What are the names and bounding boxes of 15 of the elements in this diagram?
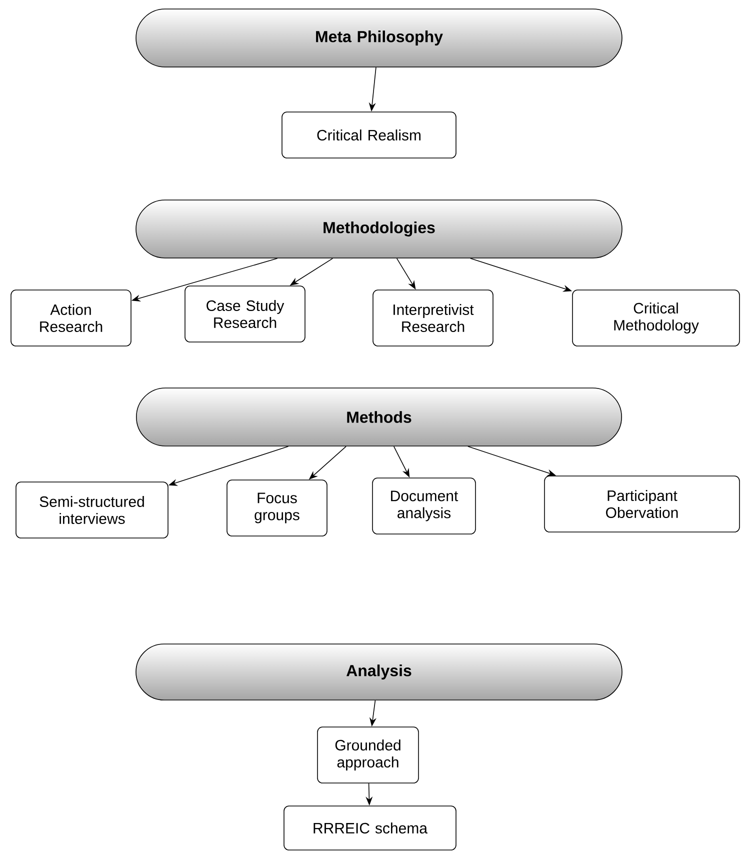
heading-banner: Methodologies bbox=[136, 200, 622, 258]
process-box: Critical Realism bbox=[282, 112, 456, 158]
process-box: Critical Methodology bbox=[572, 290, 740, 346]
process-box: Participant Obervation bbox=[544, 476, 740, 532]
process-box: Grounded approach bbox=[317, 726, 419, 784]
process-box: Interpretivist Research bbox=[372, 290, 494, 346]
heading-banner: Analysis bbox=[136, 644, 622, 700]
process-box: RRREIC schema bbox=[284, 806, 456, 850]
process-box: Document analysis bbox=[372, 478, 476, 534]
heading-banner: Meta Philosophy bbox=[136, 8, 622, 68]
process-box: Focus groups bbox=[226, 480, 328, 536]
process-box: Case Study Research bbox=[184, 286, 306, 342]
heading-banner: Methods bbox=[136, 388, 622, 446]
process-box: Action Research bbox=[10, 290, 132, 346]
process-box: Semi-structured interviews bbox=[16, 482, 168, 538]
